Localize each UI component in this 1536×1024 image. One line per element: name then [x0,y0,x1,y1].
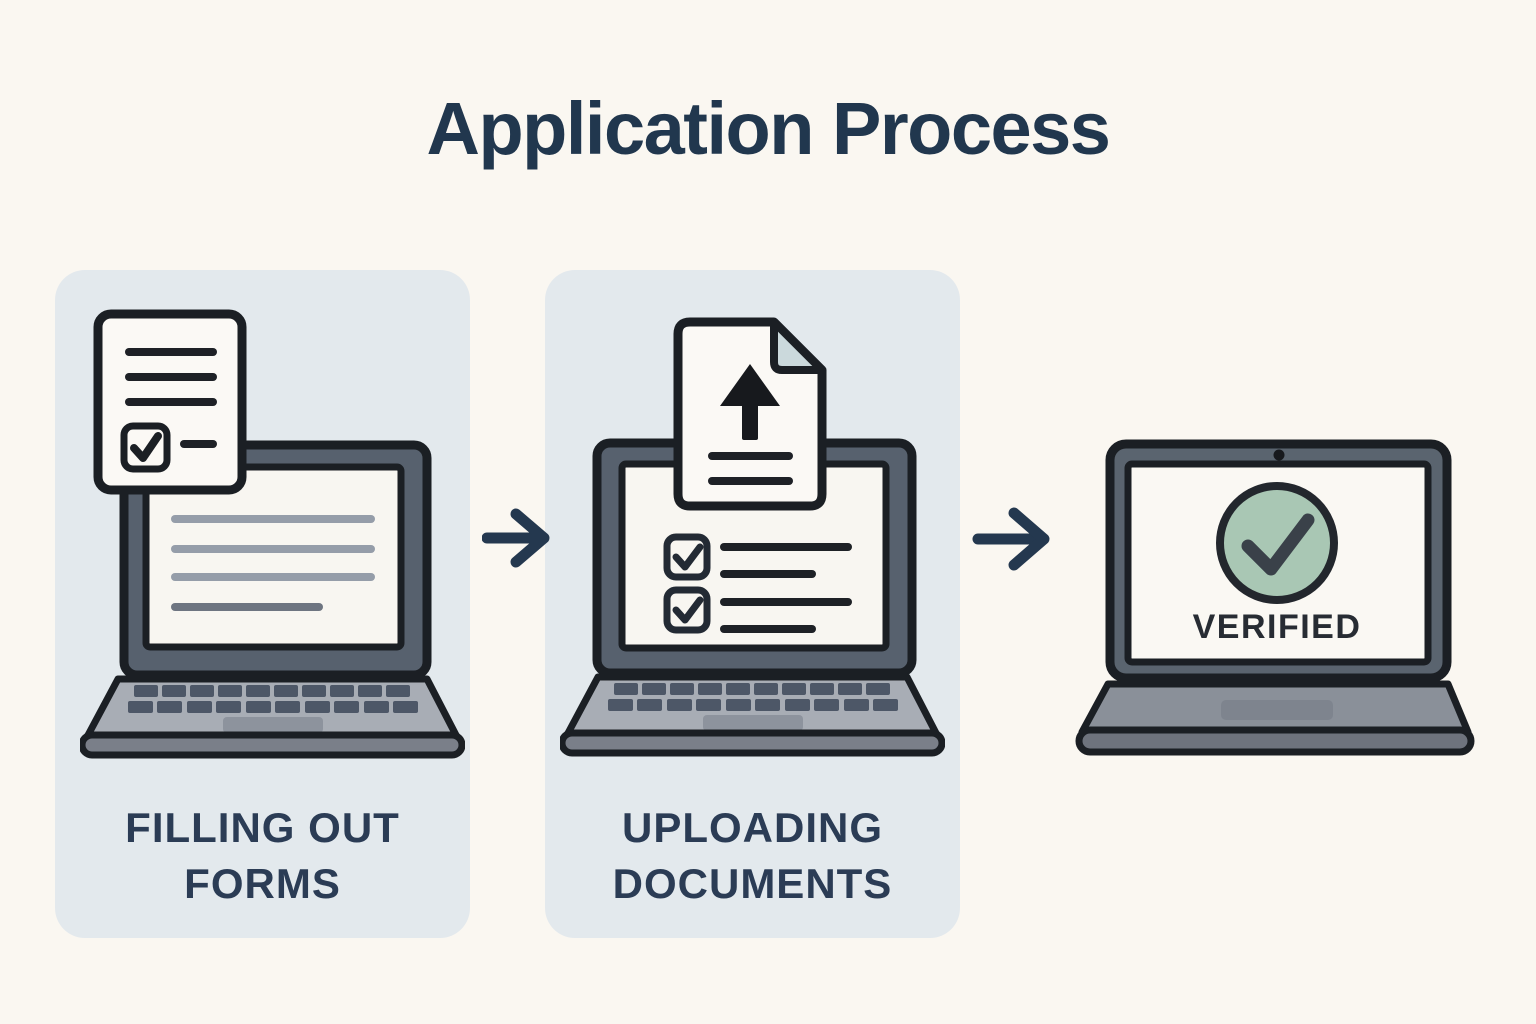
step-label-filling-out-forms: FILLING OUT FORMS [55,800,470,913]
laptop-base [1075,680,1475,756]
laptop-icon [1075,439,1475,756]
laptop-screen [119,440,432,680]
upload-arrow-icon [720,364,780,440]
page-title: Application Process [426,87,1111,170]
laptop-base [80,675,465,759]
keyboard-keys [608,683,898,711]
laptop-bottom-lip [1075,726,1475,756]
laptop-bottom-lip [80,731,465,759]
upload-document-icon [673,317,827,511]
step-label-line: DOCUMENTS [612,860,893,908]
laptop-icon [80,440,465,759]
checklist [663,533,852,634]
step-label-uploading-documents: UPLOADING DOCUMENTS [545,800,960,913]
arrow-right-icon [482,508,550,568]
upload-document-lines [708,452,793,485]
step-label-line: FILLING OUT [125,804,400,851]
form-document-icon [93,309,247,495]
checklist-text-lines [720,543,852,633]
step-label-line: FORMS [184,860,341,908]
step-label-line: UPLOADING [622,804,883,851]
laptop-checklist-icon [560,438,945,757]
laptop-base [560,673,945,757]
checkbox-checked-icon [120,422,171,473]
form-text-lines [171,515,375,611]
keyboard-keys [128,685,418,713]
touchpad [703,715,803,731]
arrow-right-icon [972,507,1050,571]
touchpad [223,717,323,733]
touchpad [1221,700,1333,720]
laptop-bottom-lip [560,729,945,757]
verified-checkmark-icon [1216,482,1338,604]
form-document-lines [125,348,217,448]
laptop-screen [1105,439,1452,683]
folded-corner [770,318,826,374]
webcam-dot [1273,449,1285,461]
verified-badge-label: VERIFIED [1192,608,1362,646]
